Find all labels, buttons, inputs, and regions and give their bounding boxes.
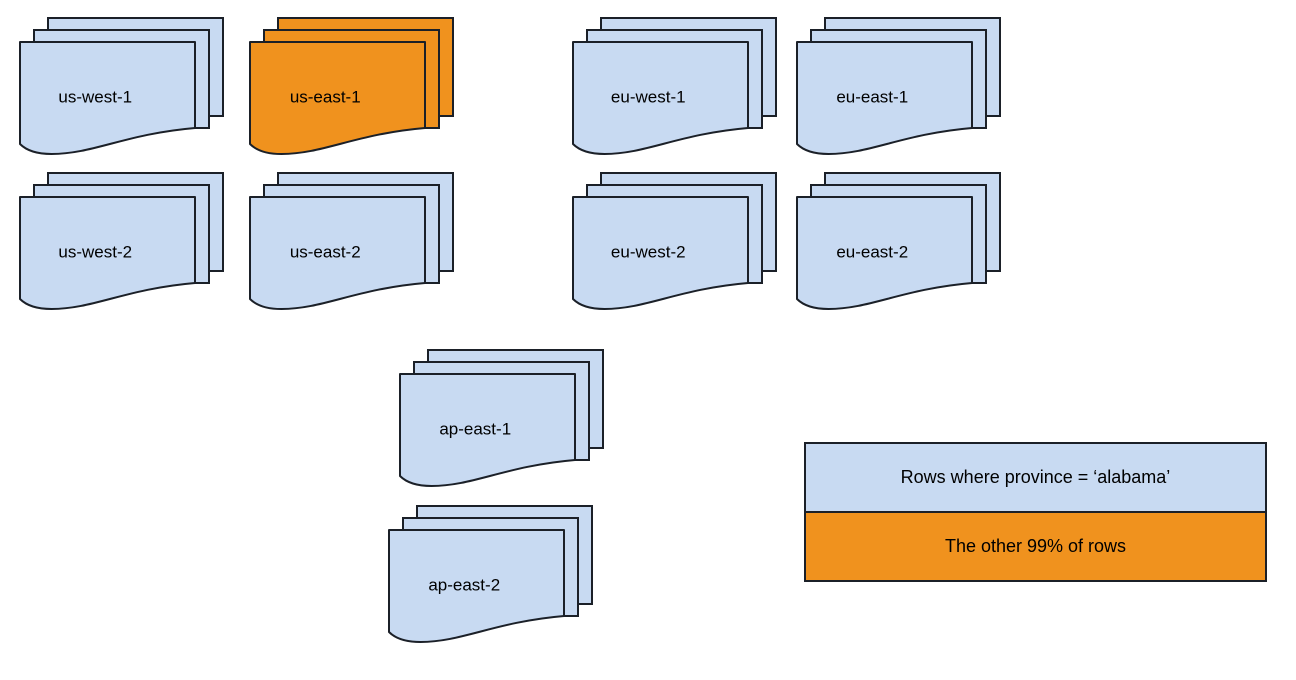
document-sheet-front (249, 196, 426, 310)
document-stack-eu-west-2[interactable]: eu-west-2 (570, 170, 779, 312)
legend-label-blue: Rows where province = ‘alabama’ (900, 467, 1171, 487)
stack-label-us-west-2: us-west-2 (58, 242, 132, 261)
stack-label-ap-east-1: ap-east-1 (439, 419, 511, 438)
document-stack-us-west-1[interactable]: us-west-1 (17, 15, 226, 157)
document-sheet-front (796, 41, 973, 155)
stack-label-us-east-1: us-east-1 (290, 87, 361, 106)
document-sheet-front (19, 41, 196, 155)
stack-label-us-east-2: us-east-2 (290, 242, 361, 261)
legend-row-orange: The other 99% of rows (806, 513, 1265, 580)
document-sheet-front (19, 196, 196, 310)
stack-label-ap-east-2: ap-east-2 (428, 575, 500, 594)
document-stack-us-west-2[interactable]: us-west-2 (17, 170, 226, 312)
document-sheet-front (572, 196, 749, 310)
document-stack-eu-east-2[interactable]: eu-east-2 (794, 170, 1003, 312)
document-stack-ap-east-2[interactable]: ap-east-2 (386, 503, 595, 645)
legend-label-orange: The other 99% of rows (944, 536, 1127, 556)
document-stack-ap-east-1[interactable]: ap-east-1 (397, 347, 606, 489)
document-sheet-front (249, 41, 426, 155)
document-stack-us-east-1[interactable]: us-east-1 (247, 15, 456, 157)
document-sheet-front (796, 196, 973, 310)
document-sheet-front (399, 373, 576, 487)
stack-label-us-west-1: us-west-1 (58, 87, 132, 106)
stack-label-eu-west-2: eu-west-2 (611, 242, 686, 261)
document-sheet-front (388, 529, 565, 643)
stack-label-eu-east-1: eu-east-1 (836, 87, 908, 106)
stack-label-eu-east-2: eu-east-2 (836, 242, 908, 261)
document-stack-eu-west-1[interactable]: eu-west-1 (570, 15, 779, 157)
legend-row-blue: Rows where province = ‘alabama’ (806, 444, 1265, 513)
document-sheet-front (572, 41, 749, 155)
stack-label-eu-west-1: eu-west-1 (611, 87, 686, 106)
document-stack-eu-east-1[interactable]: eu-east-1 (794, 15, 1003, 157)
document-stack-us-east-2[interactable]: us-east-2 (247, 170, 456, 312)
legend-box: Rows where province = ‘alabama’ The othe… (804, 442, 1267, 582)
